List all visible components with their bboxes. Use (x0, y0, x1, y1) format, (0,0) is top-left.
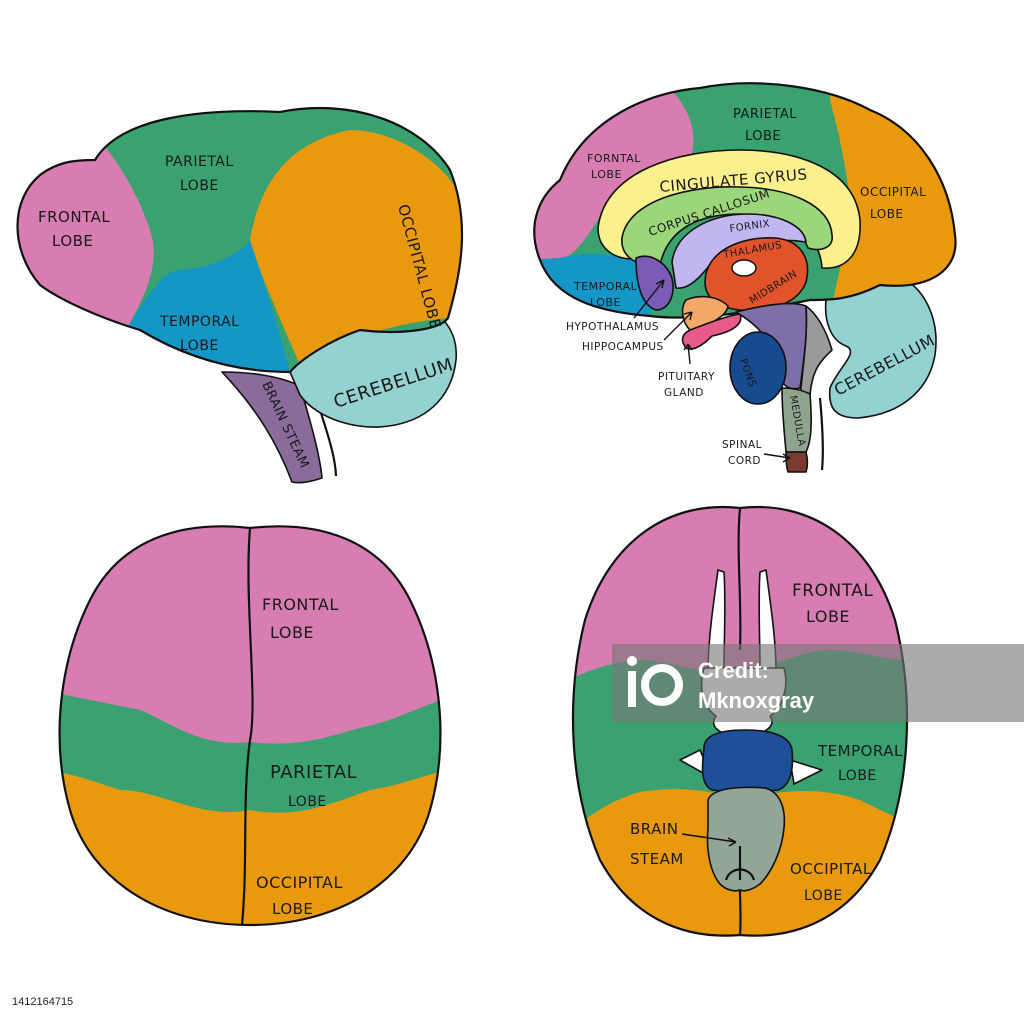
superior-label-frontal-a: FRONTAL (262, 595, 339, 614)
sagittal-spinal-edge (818, 397, 824, 471)
superior-label-parietal-b: LOBE (288, 794, 327, 810)
sagittal-label-temporal-b: LOBE (590, 296, 621, 309)
lateral-brainstem (221, 371, 323, 484)
inferior-label-brainstem-a: BRAIN (630, 820, 679, 838)
sagittal-label-frontal-b: LOBE (591, 168, 622, 181)
sagittal-fornix (671, 213, 807, 289)
sagittal-pituitary (681, 313, 742, 350)
stock-image-id: 1412164715 (6, 994, 80, 1010)
lateral-label-temporal-b: LOBE (180, 338, 219, 354)
sagittal-label-temporal-a: TEMPORAL (573, 280, 638, 293)
lateral-view: FRONTAL LOBE PARIETAL LOBE TEMPORAL LOBE… (16, 106, 464, 484)
sagittal-spinal-arrow (763, 453, 791, 463)
superior-view: FRONTAL LOBE PARIETAL LOBE OCCIPITAL LOB… (58, 525, 442, 927)
superior-frontal (59, 526, 441, 744)
lateral-outline (16, 106, 464, 374)
watermark-credit-label: Credit: (698, 658, 769, 683)
sagittal-thalamus-hole (731, 259, 757, 277)
sagittal-label-pituitary-a: PITUITARY (658, 371, 715, 383)
sagittal-thalamus (704, 237, 809, 312)
inferior-brainstem-arrow (681, 833, 737, 847)
inferior-brainstem (706, 786, 786, 892)
superior-outline (58, 525, 442, 927)
sagittal-brainstem-edge (799, 305, 833, 397)
sagittal-hippocampus-arrow (663, 311, 693, 341)
sagittal-label-spinal-b: CORD (728, 455, 761, 467)
inferior-label-frontal-a: FRONTAL (792, 581, 873, 601)
inferior-label-temporal-a: TEMPORAL (817, 742, 903, 760)
sagittal-label-pituitary-b: GLAND (664, 387, 704, 399)
lateral-label-frontal-b: LOBE (52, 232, 93, 250)
sagittal-spinal-cord (785, 451, 809, 473)
superior-label-occipital-a: OCCIPITAL (256, 873, 343, 892)
sagittal-outline (533, 82, 957, 319)
istock-watermark: Credit: Mknoxgray (612, 644, 1024, 722)
superior-label-occipital-b: LOBE (272, 900, 313, 918)
sagittal-label-frontal-a: FORNTAL (587, 152, 641, 165)
lateral-temporal (120, 240, 290, 372)
sagittal-pons (729, 331, 787, 405)
sagittal-label-spinal-a: SPINAL (722, 439, 762, 451)
superior-label-parietal-a: PARIETAL (270, 762, 357, 783)
sagittal-label-parietal-b: LOBE (745, 129, 781, 144)
sagittal-hypothalamus-arrow (633, 279, 665, 319)
sagittal-label-hypothalamus: HYPOTHALAMUS (566, 321, 659, 333)
sagittal-label-occipital-b: LOBE (870, 207, 904, 221)
inferior-midline-top (737, 507, 742, 651)
lateral-label-frontal-a: FRONTAL (38, 208, 110, 226)
inferior-brainstem-fold (724, 846, 756, 881)
superior-midline (240, 527, 254, 926)
sagittal-corpus-callosum (621, 186, 833, 267)
inferior-label-occipital-a: OCCIPITAL (790, 860, 872, 878)
inferior-label-occipital-b: LOBE (804, 888, 843, 904)
sagittal-label-hippocampus: HIPPOCAMPUS (582, 341, 664, 353)
sagittal-pituitary-arrow (683, 343, 693, 365)
sagittal-hypothalamus (635, 255, 674, 311)
sagittal-view: FORNTAL LOBE PARIETAL LOBE OCCIPITAL LOB… (533, 82, 957, 473)
watermark-author: Mknoxgray (698, 688, 815, 713)
lateral-label-parietal-a: PARIETAL (165, 154, 234, 170)
lateral-occipital (250, 130, 463, 365)
inferior-pons (701, 729, 794, 793)
inferior-label-frontal-b: LOBE (806, 607, 850, 626)
lateral-label-parietal-b: LOBE (180, 178, 219, 194)
inferior-label-brainstem-b: STEAM (630, 850, 684, 868)
sagittal-label-occipital-a: OCCIPITAL (860, 185, 926, 199)
sagittal-medulla (781, 387, 812, 453)
inferior-label-temporal-b: LOBE (838, 768, 877, 784)
superior-label-frontal-b: LOBE (270, 623, 314, 642)
sagittal-label-parietal-a: PARIETAL (733, 107, 797, 122)
istock-logo-icon (627, 656, 683, 707)
lateral-label-temporal-a: TEMPORAL (159, 314, 239, 330)
